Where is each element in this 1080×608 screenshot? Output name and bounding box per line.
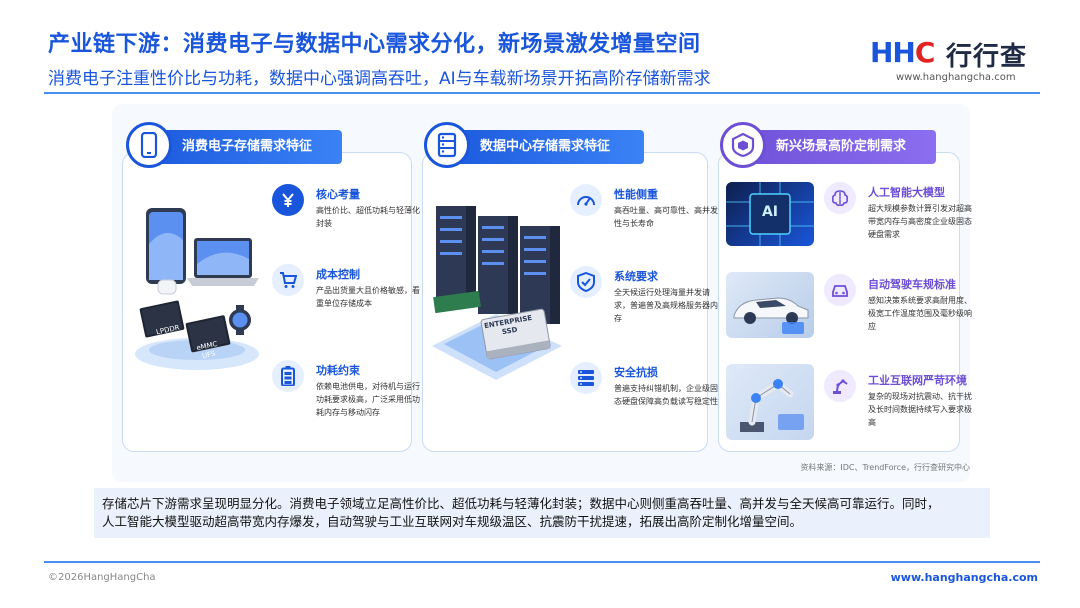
feature-core-consideration: 核心考量 高性价比、超低功耗与轻薄化封装: [272, 184, 422, 240]
autonomous-car-thumbnail: [726, 272, 814, 338]
brand-logo[interactable]: HHC 行行查 www.hanghangcha.com: [870, 36, 1040, 84]
consumer-devices-illustration: [132, 204, 262, 374]
feature-industrial-internet: 工业互联网严苛环境 复杂的现场对抗震动、抗干扰及长时间数据持续写入要求极高: [824, 370, 974, 434]
summary-line-2: 人工智能大模型驱动超高带宽内存爆发，自动驾驶与工业互联网对车规级温区、抗震防干扰…: [102, 514, 803, 529]
brain-icon: [824, 182, 856, 214]
feature-security-resistance: 安全抗损 普遍支持纠错机制，企业级固态硬盘保障高负载读写稳定性: [570, 362, 720, 422]
ai-chip-thumbnail: AI: [726, 182, 814, 246]
feature-power-constraint: 功耗约束 依赖电池供电，对待机与运行功耗要求极高，广泛采用低功耗内存与移动闪存: [272, 360, 422, 430]
logo-chinese-name: 行行查: [946, 42, 1028, 72]
summary-box: 存储芯片下游需求呈现明显分化。消费电子领域立足高性价比、超低功耗与轻薄化封装；数…: [94, 488, 990, 538]
page-title: 产业链下游：消费电子与数据中心需求分化，新场景激发增量空间: [48, 32, 701, 57]
feature-ai-large-model: 人工智能大模型 超大规模参数计算引发对超高带宽内存与高密度企业级固态硬盘需求: [824, 182, 974, 246]
feature-performance-focus: 性能侧重 高吞吐量、高可靠性、高并发性与长寿命: [570, 184, 720, 240]
footer-divider: [44, 561, 1040, 563]
feature-system-requirement: 系统要求 全天候运行处理海量并发请求，普遍普及高规格服务器内存: [570, 266, 720, 326]
ai-chip-label: AI: [761, 204, 779, 220]
summary-line-1: 存储芯片下游需求呈现明显分化。消费电子领域立足高性价比、超低功耗与轻薄化封装；数…: [102, 496, 940, 511]
industrial-robot-thumbnail: [726, 364, 814, 440]
shield-check-icon: [570, 266, 602, 298]
logo-mark: HHC: [870, 36, 935, 69]
battery-icon: [272, 360, 304, 392]
infographic: 消费电子存储需求特征 数据中心存储需求特征 新兴场景高阶定制需求: [112, 104, 972, 482]
robot-arm-icon: [824, 370, 856, 402]
car-icon: [824, 274, 856, 306]
server-icon: [424, 122, 470, 168]
phone-icon: [126, 122, 172, 168]
feature-cost-control: 成本控制 产品出货量大且价格敏感，看重单位存储成本: [272, 264, 422, 320]
server-list-icon: [570, 362, 602, 394]
cart-icon: [272, 264, 304, 296]
footer-link[interactable]: www.hanghangcha.com: [890, 571, 1038, 584]
server-rack-illustration: [428, 196, 564, 392]
logo-url: www.hanghangcha.com: [896, 72, 1016, 83]
page-subtitle: 消费电子注重性价比与功耗，数据中心强调高吞吐，AI与车载新场景开拓高阶存储新需求: [48, 69, 711, 89]
copyright: ©2026HangHangCha: [48, 572, 156, 583]
cube-shield-icon: [720, 122, 766, 168]
header-divider: [44, 92, 1040, 94]
yen-icon: [272, 184, 304, 216]
source-note: 资料来源：IDC、TrendForce，行行查研究中心: [800, 463, 970, 472]
gauge-icon: [570, 184, 602, 216]
feature-autonomous-driving: 自动驾驶车规标准 感知决策系统要求高耐用度、极宽工作温度范围及毫秒级响应: [824, 274, 974, 338]
